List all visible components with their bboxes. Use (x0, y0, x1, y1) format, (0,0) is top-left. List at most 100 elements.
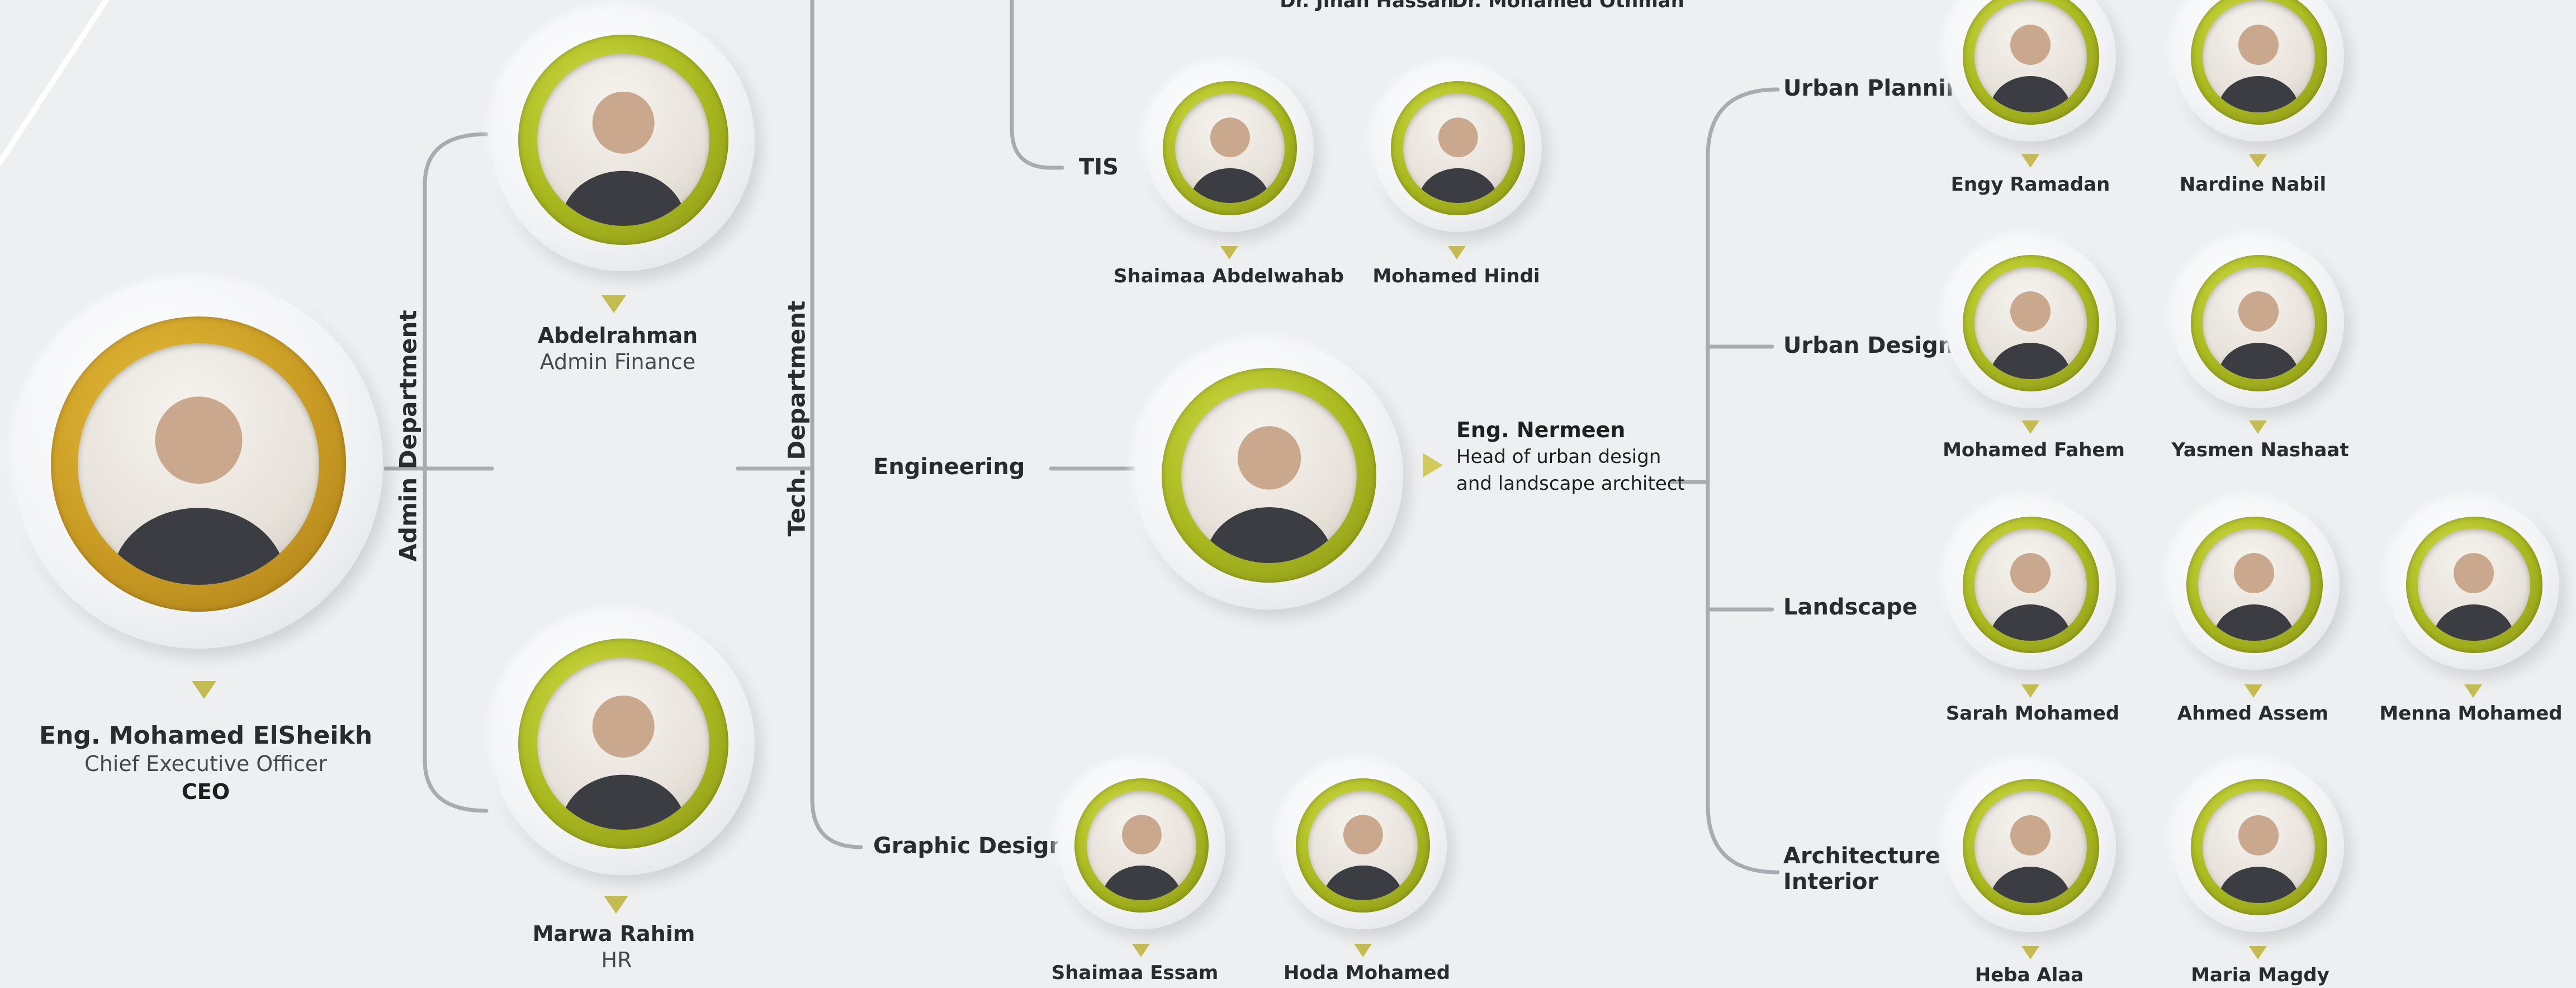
person-silhouette-icon (1418, 117, 1498, 204)
landscape-member-1-photo (1974, 528, 2087, 641)
tis-member-1-photo (1175, 93, 1285, 204)
silhouette-body (1323, 865, 1403, 901)
landscape-member-3-avatar-node[interactable] (2389, 499, 2559, 670)
urban-design-member-2-avatar-node[interactable] (2174, 238, 2344, 408)
graphic-member-1-avatar-node[interactable] (1058, 762, 1225, 929)
person-silhouette-icon (111, 396, 286, 585)
urban-planning-member-1-pointer-icon (2021, 154, 2039, 168)
urban-design-member-1-pointer-icon (2021, 420, 2039, 434)
silhouette-head (1438, 117, 1478, 157)
team-landscape-label: Landscape (1783, 594, 1917, 620)
silhouette-head (2010, 25, 2051, 65)
person-silhouette-icon (2214, 553, 2295, 641)
hr-avatar-node[interactable] (492, 612, 755, 875)
architecture-member-2-name: Maria Magdy (2191, 964, 2329, 986)
landscape-member-2-photo (2198, 528, 2310, 641)
teams-bracket (1706, 87, 1780, 874)
team-urban-planning-label: Urban Planning (1783, 75, 1978, 101)
team-architecture-label: Architecture & Interior (1783, 843, 1968, 895)
ceo-pointer-icon (192, 681, 216, 699)
person-silhouette-icon (561, 91, 685, 226)
landscape-member-2-avatar-node[interactable] (2169, 499, 2340, 670)
landscape-member-2-pointer-icon (2244, 684, 2262, 698)
silhouette-head (2234, 553, 2275, 594)
silhouette-head (2010, 553, 2051, 594)
silhouette-body (2433, 604, 2515, 641)
silhouette-body (1990, 343, 2071, 379)
landscape-member-3-name: Menna Mohamed (2379, 702, 2563, 725)
hr-pointer-icon (604, 896, 628, 914)
engineering-head-pointer-icon (1423, 453, 1443, 478)
architecture-member-2-avatar-node[interactable] (2174, 762, 2344, 932)
graphic-member-2-photo (1308, 790, 1418, 901)
admin-finance-pointer-icon (602, 295, 626, 313)
tis-branch (1010, 0, 1064, 170)
admin-finance-role: Admin Finance (539, 349, 696, 374)
graphic-member-1-photo (1086, 790, 1197, 901)
team-architecture-label-line2: Interior (1783, 869, 1879, 895)
silhouette-body (1990, 867, 2071, 903)
admin-bracket (423, 132, 489, 813)
person-silhouette-icon (2218, 25, 2299, 112)
silhouette-head (1210, 117, 1250, 157)
team-architecture-label-line1: Architecture & (1783, 843, 1968, 869)
ceo-avatar-node[interactable] (14, 280, 383, 649)
landscape-member-3-pointer-icon (2464, 684, 2482, 698)
ceo-photo (77, 343, 320, 585)
architecture-member-1-avatar-node[interactable] (1945, 762, 2116, 932)
tis-member-2-name: Mohamed Hindi (1372, 265, 1540, 287)
person-silhouette-icon (1102, 814, 1181, 901)
graphic-design-label: Graphic Design (873, 833, 1065, 859)
architecture-member-2-pointer-icon (2249, 946, 2267, 959)
tis-member-1-avatar-node[interactable] (1146, 64, 1314, 232)
silhouette-body (2218, 343, 2299, 379)
urban-design-member-2-photo (2203, 267, 2315, 379)
silhouette-head (155, 396, 242, 484)
person-silhouette-icon (561, 695, 685, 830)
silhouette-body (1205, 507, 1333, 564)
engineering-head-avatar-node[interactable] (1135, 341, 1403, 609)
architecture-member-1-name: Heba Alaa (1974, 964, 2084, 986)
landscape-member-3-photo (2418, 528, 2530, 641)
silhouette-body (561, 171, 685, 226)
urban-planning-member-2-photo (2203, 0, 2315, 112)
silhouette-head (592, 91, 655, 154)
top-cut-name-left: Dr. Jinan Hassan (1280, 0, 1454, 12)
person-silhouette-icon (2218, 815, 2299, 903)
silhouette-head (2238, 815, 2279, 856)
graphic-branch (810, 797, 863, 849)
corner-decoration (0, 0, 109, 165)
graphic-member-2-avatar-node[interactable] (1279, 762, 1447, 929)
ceo-title: Chief Executive Officer (84, 751, 327, 776)
engineering-head-role-line1: Head of urban design (1456, 446, 1661, 468)
person-silhouette-icon (2218, 291, 2299, 379)
person-silhouette-icon (1323, 814, 1403, 901)
silhouette-head (2238, 291, 2279, 332)
person-silhouette-icon (1990, 25, 2071, 112)
silhouette-body (1418, 168, 1498, 204)
admin-finance-name: Abdelrahman (537, 323, 698, 348)
engineering-head-photo (1181, 387, 1357, 564)
silhouette-head (2454, 553, 2494, 594)
landscape-member-1-avatar-node[interactable] (1945, 499, 2116, 670)
silhouette-body (111, 507, 286, 585)
urban-planning-member-1-name: Engy Ramadan (1950, 173, 2110, 196)
tis-member-2-avatar-node[interactable] (1374, 64, 1542, 232)
silhouette-body (1990, 604, 2071, 641)
urban-design-member-1-avatar-node[interactable] (1945, 238, 2116, 408)
graphic-member-1-pointer-icon (1132, 944, 1150, 957)
admin-finance-avatar-node[interactable] (492, 8, 755, 271)
urban-planning-member-2-avatar-node[interactable] (2174, 0, 2344, 141)
graphic-member-1-name: Shaimaa Essam (1051, 962, 1219, 984)
silhouette-head (592, 695, 655, 758)
engineering-label: Engineering (873, 454, 1025, 480)
top-cut-name-right: Dr. Mohamed Othman (1452, 0, 1684, 12)
architecture-member-1-photo (1974, 791, 2087, 903)
person-silhouette-icon (1990, 291, 2071, 379)
hr-name: Marwa Rahim (532, 921, 695, 946)
urban-planning-member-1-avatar-node[interactable] (1945, 0, 2116, 141)
tech-department-label: Tech. Department (783, 300, 811, 537)
engineering-head-info: Eng. Nermeen Head of urban design and la… (1456, 417, 1685, 497)
silhouette-body (1190, 168, 1270, 204)
